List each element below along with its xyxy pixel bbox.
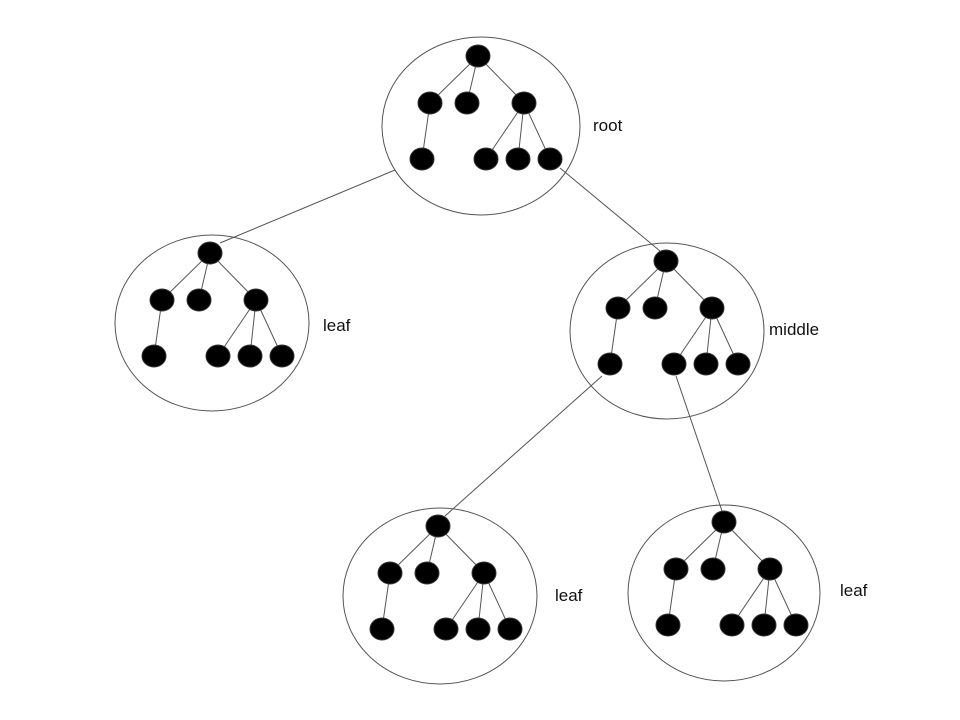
tree-node [497,617,523,641]
link-middle-to-leaf-bottom-left [444,375,603,517]
tree-node [663,557,689,581]
tree-node [377,561,403,585]
cluster-boundary [114,234,310,412]
cluster-middle: middle [569,242,819,420]
cluster-label: leaf [323,316,351,335]
tree-node [511,91,537,115]
link-root-to-leaf-left [219,169,396,244]
tree-node [505,147,531,171]
tree-node [537,147,563,171]
tree-node [243,288,269,312]
tree-node [642,296,668,320]
tree-node [605,296,631,320]
subtree-root-node [197,241,223,265]
tree-node [473,147,499,171]
subtree-root-node [425,514,451,538]
tree-node [205,344,231,368]
tree-node [454,91,480,115]
cluster-label: middle [769,320,819,339]
cluster-label: leaf [840,581,868,600]
tree-node [237,344,263,368]
tree-node [597,352,623,376]
cluster-boundary [342,507,538,685]
subtree-root-node [653,249,679,273]
cluster-label: root [593,116,623,135]
cluster-links [219,167,723,517]
cluster-label: leaf [555,586,583,605]
cluster-boundary [381,36,581,216]
tree-node [409,147,435,171]
tree-node [471,561,497,585]
tree-node [186,288,212,312]
tree-node [369,617,395,641]
tree-node [414,561,440,585]
tree-node [141,344,167,368]
cluster-leaf-bottom-right: leaf [627,504,868,682]
link-middle-to-leaf-bottom-right [675,375,723,512]
tree-node [783,613,809,637]
tree-node [661,352,687,376]
tree-node [699,296,725,320]
clusters: root leaf middle leaf leaf [114,36,868,685]
tree-node [433,617,459,641]
tree-node [269,344,295,368]
cluster-leaf-bottom-left: leaf [342,507,583,685]
subtree-root-node [711,510,737,534]
tree-node [693,352,719,376]
tree-node [465,617,491,641]
tree-node [757,557,783,581]
tree-node [700,557,726,581]
tree-node [719,613,745,637]
tree-node [417,91,443,115]
link-root-to-middle [559,167,661,252]
cluster-root: root [381,36,623,216]
cluster-boundary [569,242,765,420]
cluster-leaf-left: leaf [114,234,351,412]
tree-node [149,288,175,312]
tree-node [655,613,681,637]
tree-node [725,352,751,376]
cluster-boundary [627,504,821,682]
tree-node [751,613,777,637]
subtree-root-node [465,44,491,68]
